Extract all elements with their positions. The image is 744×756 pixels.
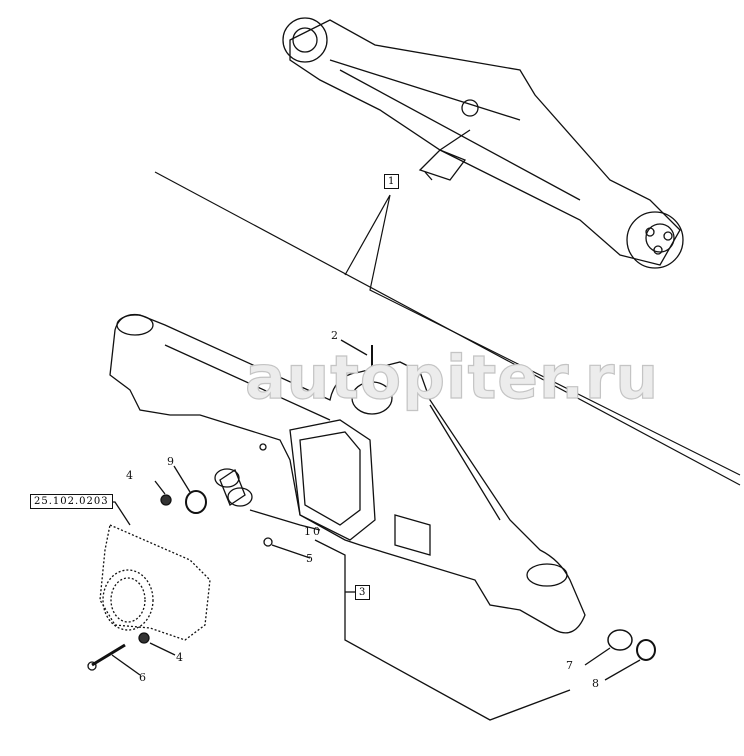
reference-housing-dashed <box>99 524 211 641</box>
bushing-4 <box>160 494 172 506</box>
callout-7: 7 <box>566 659 573 672</box>
reference-box[interactable]: 25.102.0203 <box>30 494 113 509</box>
assembly-label-1[interactable]: 1 <box>384 174 400 189</box>
callout-10: 10 <box>304 525 322 538</box>
seal-ring-9 <box>185 490 207 514</box>
callout-4: 4 <box>126 469 133 482</box>
callout-5: 5 <box>306 552 313 565</box>
bolt-6 <box>91 643 126 667</box>
bushing-7 <box>607 629 633 651</box>
seal-ring-8 <box>636 639 656 661</box>
assembly-label-3[interactable]: 3 <box>355 585 371 600</box>
callout-2: 2 <box>331 329 338 342</box>
callout-9: 9 <box>167 455 174 468</box>
callout-4b: 4 <box>176 651 183 664</box>
axle-assembly-illustration <box>282 17 684 269</box>
sleeve-10 <box>219 469 246 506</box>
callout-8: 8 <box>592 677 599 690</box>
pin-5 <box>263 537 273 547</box>
callout-6: 6 <box>139 671 146 684</box>
axle-housing-illustration <box>109 313 586 634</box>
bushing-4b <box>138 632 150 644</box>
watermark: autopiter.ru <box>244 343 660 413</box>
